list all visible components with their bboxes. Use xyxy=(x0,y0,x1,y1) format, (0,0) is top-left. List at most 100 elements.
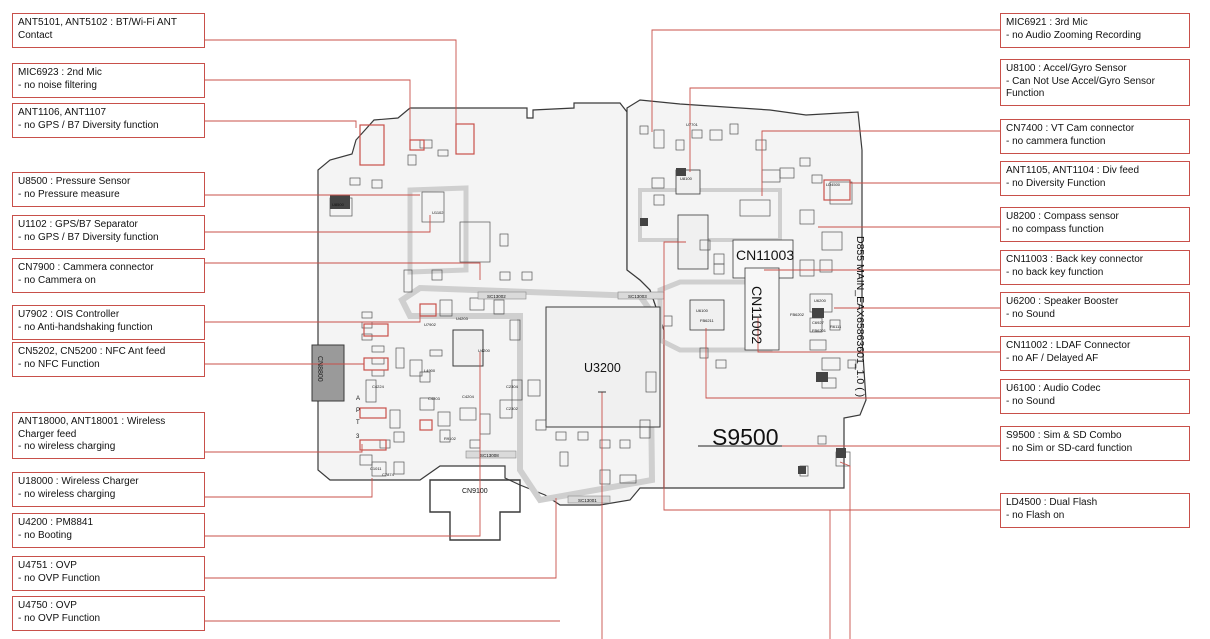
pad-73 xyxy=(653,129,665,149)
callout-title: U4751 : OVP xyxy=(18,560,77,571)
leader-line-5 xyxy=(205,262,481,280)
sc-bar-2 xyxy=(465,450,517,459)
pad-82 xyxy=(371,461,387,477)
pad-6 xyxy=(421,191,445,223)
shield-frame-rf xyxy=(407,185,469,275)
pad-19 xyxy=(365,379,377,403)
pad-44 xyxy=(715,359,727,369)
leader-line-15 xyxy=(761,130,1000,196)
small-label-2: L4900 xyxy=(424,368,436,373)
pad-24 xyxy=(389,409,401,429)
left-callout-11: U4751 : OVP- no OVP Function xyxy=(12,556,205,591)
callout-description: - no compass function xyxy=(1006,223,1104,235)
cn8800-label: CN8800 xyxy=(316,356,323,382)
small-label-22: C1011 xyxy=(370,466,382,471)
small-label-17: U8100 xyxy=(680,176,693,181)
leader-line-14 xyxy=(689,87,1000,172)
dark-part-3 xyxy=(798,466,806,474)
callout-description: - no GPS / B7 Diversity function xyxy=(18,231,159,243)
pad-51 xyxy=(799,209,815,225)
pad-77 xyxy=(439,429,451,443)
board-title: D855 MAIN_EAX65863601_1.0 ( ) xyxy=(854,236,866,397)
callout-title: U8500 : Pressure Sensor xyxy=(18,176,131,187)
callout-description: - no OVP Function xyxy=(18,572,101,584)
leader-line-13 xyxy=(651,29,1000,132)
callout-title: U6200 : Speaker Booster xyxy=(1006,296,1119,307)
pad-45 xyxy=(699,239,711,251)
right-callout-3: ANT1105, ANT1104 : Div feed- no Diversit… xyxy=(1000,161,1190,196)
left-callout-5: CN7900 : Cammera connector- no Cammera o… xyxy=(12,258,205,293)
callout-description: - no wireless charging xyxy=(18,441,116,452)
callout-title: ANT5101, ANT5102 : BT/Wi-Fi ANT Contact xyxy=(18,17,177,41)
callout-description: - no back key function xyxy=(1006,266,1104,278)
callout-description: - no AF / Delayed AF xyxy=(1006,352,1099,364)
small-label-6: LD4500 xyxy=(826,182,841,187)
small-label-14: FB6201 xyxy=(812,328,827,333)
pad-1 xyxy=(437,149,449,157)
pad-41 xyxy=(645,371,657,393)
pad-87 xyxy=(509,319,521,341)
small-label-12: C6927 xyxy=(812,320,825,325)
leader-line-0 xyxy=(205,39,457,124)
leader-line-4 xyxy=(205,215,431,233)
pad-27 xyxy=(459,407,477,421)
callout-title: CN7400 : VT Cam connector xyxy=(1006,123,1135,134)
dark-part-2 xyxy=(816,372,828,382)
left-callout-2: ANT1106, ANT1107- no GPS / B7 Diversity … xyxy=(12,103,205,138)
sc-label-2: SC13008 xyxy=(480,453,499,458)
pad-32 xyxy=(535,419,547,431)
small-label-11: R9102 xyxy=(444,436,457,441)
callout-description: - no Sound xyxy=(1006,395,1055,407)
pad-39 xyxy=(619,474,637,484)
dark-part-4 xyxy=(836,448,846,458)
pad-59 xyxy=(809,339,827,351)
cn11002-block xyxy=(744,267,780,351)
left-callout-8: ANT18000, ANT18001 : Wireless Charger fe… xyxy=(12,412,205,459)
callout-description: - no noise filtering xyxy=(18,79,97,91)
highlight-part-1 xyxy=(455,123,475,155)
callout-description: - no NFC Function xyxy=(18,358,100,370)
pcb-board xyxy=(311,99,867,541)
pad-60 xyxy=(821,357,841,371)
callout-title: U4200 : PM8841 xyxy=(18,517,94,528)
highlight-part-9 xyxy=(419,419,433,431)
highlight-part-3 xyxy=(363,323,389,337)
cn9100-label: CN9100 xyxy=(462,488,488,495)
s9500-label: S9500 xyxy=(712,424,779,450)
sc-label-3: SC13001 xyxy=(578,498,597,503)
callout-description: - no GPS / B7 Diversity function xyxy=(18,119,159,131)
highlight-part-6 xyxy=(359,439,387,451)
pad-43 xyxy=(699,347,709,359)
pad-8 xyxy=(499,233,509,247)
pad-37 xyxy=(559,451,569,467)
pad-65 xyxy=(817,435,827,445)
pad-2 xyxy=(407,154,417,166)
pad-40 xyxy=(639,419,651,439)
pad-15 xyxy=(361,333,373,341)
apt-3: 3 xyxy=(356,434,360,440)
leader-line-20 xyxy=(757,318,1000,353)
leader-line-9 xyxy=(205,478,373,498)
pad-86 xyxy=(493,299,505,315)
callout-title: ANT18000, ANT18001 : Wireless Charger fe… xyxy=(18,416,166,440)
callout-description: - no Sound xyxy=(1006,308,1055,320)
callout-description: - no OVP Function xyxy=(18,612,101,624)
callout-title: MIC6923 : 2nd Mic xyxy=(18,67,102,78)
callout-description: - no Anti-handshaking function xyxy=(18,321,153,333)
pad-13 xyxy=(361,311,373,319)
sc-label-1: SC13003 xyxy=(628,294,647,299)
pad-83 xyxy=(393,461,405,475)
pad-3 xyxy=(349,177,361,186)
highlight-part-5 xyxy=(359,407,387,419)
callout-title: ANT1106, ANT1107 xyxy=(18,107,107,118)
right-callout-6: U6200 : Speaker Booster- no Sound xyxy=(1000,292,1190,327)
callout-title: LD4500 : Dual Flash xyxy=(1006,497,1098,508)
pad-26 xyxy=(437,411,451,427)
callout-title: U7902 : OIS Controller xyxy=(18,309,120,320)
callout-title: S9500 : Sim & SD Combo xyxy=(1006,430,1122,441)
callout-description: - no Sim or SD-card function xyxy=(1006,442,1133,454)
pad-55 xyxy=(819,259,833,273)
pad-53 xyxy=(821,231,843,251)
callout-title: U1102 : GPS/B7 Separator xyxy=(18,219,138,230)
